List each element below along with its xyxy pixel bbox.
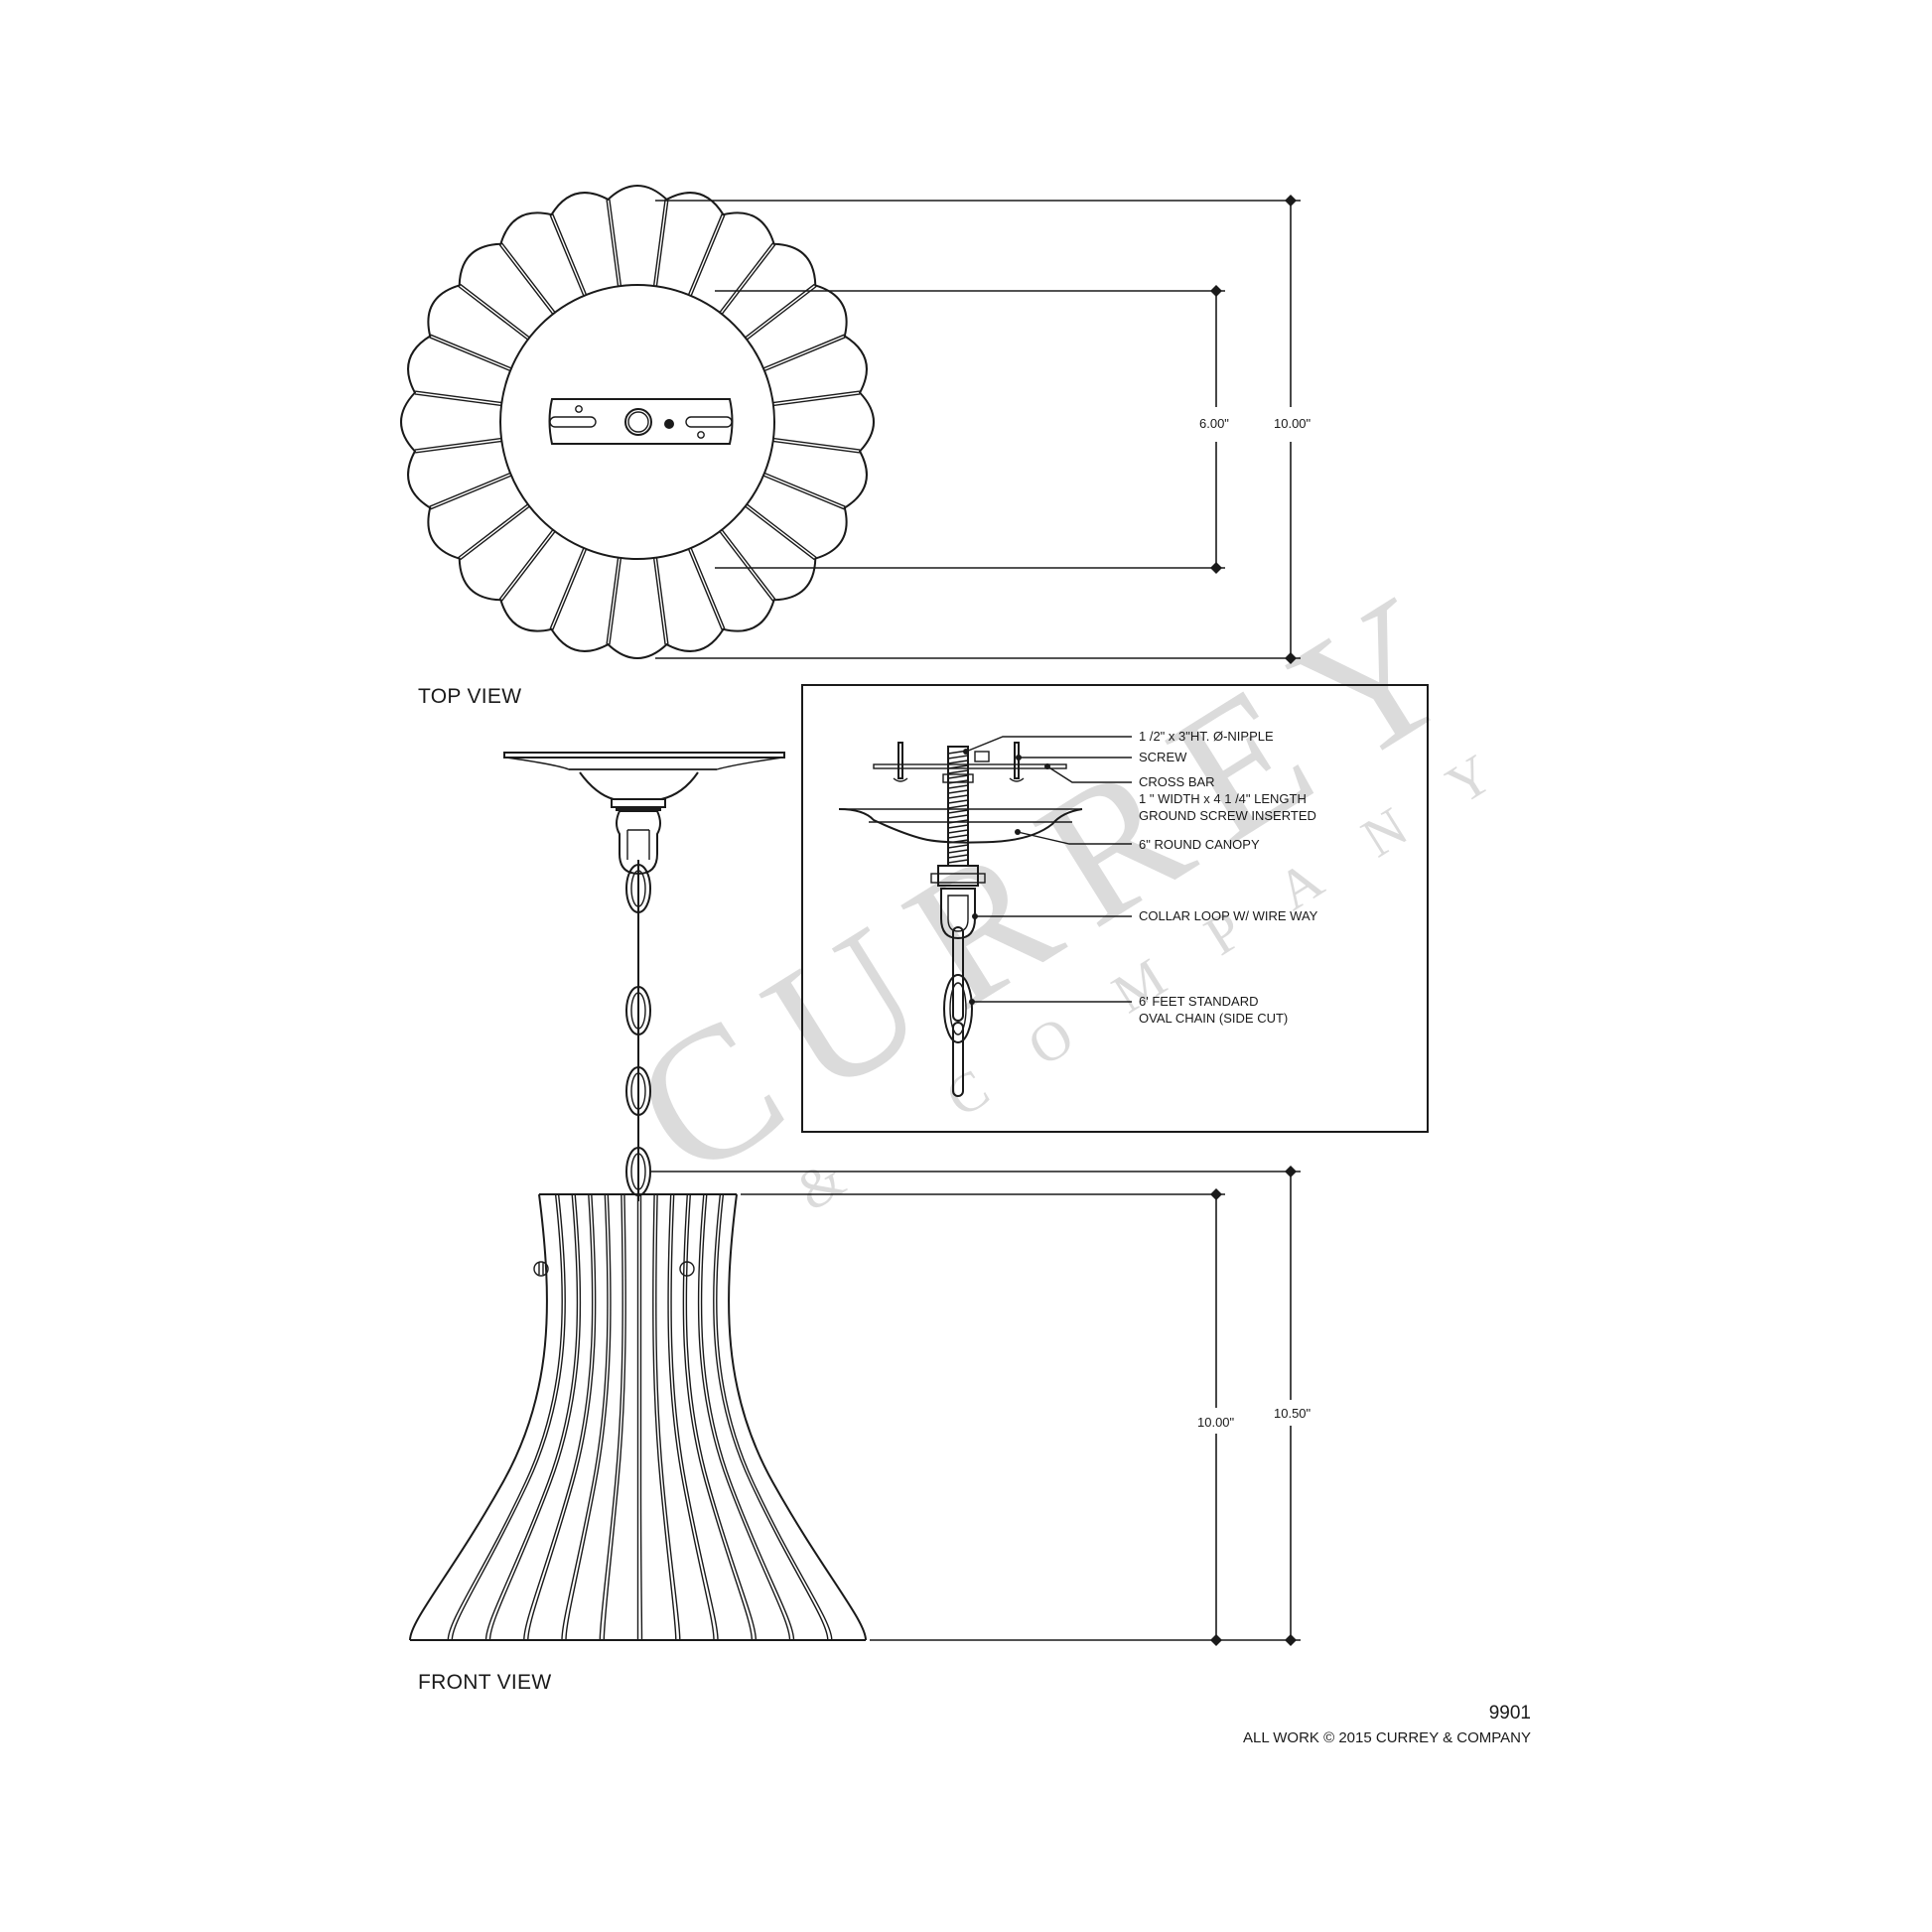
watermark-primary: CURREY: [601, 542, 1511, 1219]
shade: [409, 1193, 867, 1641]
callouts: 1 /2" x 3"HT. Ø-NIPPLE SCREW CROSS BAR 1…: [1139, 729, 1318, 1026]
product-code: 9901: [1489, 1703, 1531, 1724]
callout-cross-bar-ground: GROUND SCREW INSERTED: [1139, 808, 1316, 823]
cross-bar-hardware: [873, 742, 1067, 782]
rosette-outline: [400, 185, 875, 659]
dim-top-inner-label: 6.00": [1199, 416, 1229, 431]
callout-cross-bar-size: 1 " WIDTH x 4 1 /4" LENGTH: [1139, 791, 1307, 806]
side-screws: [533, 1261, 695, 1277]
ground-screw-icon: [664, 419, 674, 429]
front-view: 10.00" 10.50" FRONT VIEW: [409, 752, 1311, 1694]
callout-canopy: 6" ROUND CANOPY: [1139, 837, 1260, 852]
top-view: 6.00" 10.00" TOP VIEW: [400, 185, 1311, 708]
leader-lines: [963, 736, 1132, 1005]
callout-chain-type: OVAL CHAIN (SIDE CUT): [1139, 1011, 1288, 1026]
top-dimensions: 6.00" 10.00": [655, 195, 1311, 664]
center-disc: [499, 284, 775, 560]
dim-front-overall-label: 10.50": [1274, 1406, 1311, 1421]
collar-loop: [930, 865, 986, 940]
detail-frame: [801, 684, 1429, 1133]
title-block: 9901 ALL WORK © 2015 CURREY & COMPANY: [1243, 1703, 1531, 1746]
front-dimensions: 10.00" 10.50": [650, 1166, 1311, 1646]
callout-screw: SCREW: [1139, 750, 1187, 764]
front-view-label: FRONT VIEW: [418, 1671, 551, 1694]
callout-cross-bar: CROSS BAR: [1139, 774, 1215, 789]
watermark: CURREY & COMPANY: [601, 542, 1554, 1223]
callout-collar-loop: COLLAR LOOP W/ WIRE WAY: [1139, 908, 1318, 923]
copyright-notice: ALL WORK © 2015 CURREY & COMPANY: [1243, 1729, 1531, 1746]
top-view-label: TOP VIEW: [418, 685, 521, 708]
callout-chain: 6' FEET STANDARD: [1139, 994, 1258, 1009]
callout-nipple: 1 /2" x 3"HT. Ø-NIPPLE: [1139, 729, 1274, 744]
dim-top-outer-label: 10.00": [1274, 416, 1311, 431]
canopy-section: [838, 808, 1083, 844]
canopy: [503, 752, 785, 876]
dim-front-shade-label: 10.00": [1197, 1415, 1235, 1430]
detail-chain: [943, 926, 973, 1097]
detail-inset: 1 /2" x 3"HT. Ø-NIPPLE SCREW CROSS BAR 1…: [801, 684, 1429, 1133]
threaded-nipple: [942, 746, 974, 867]
mounting-plate: [548, 398, 734, 445]
